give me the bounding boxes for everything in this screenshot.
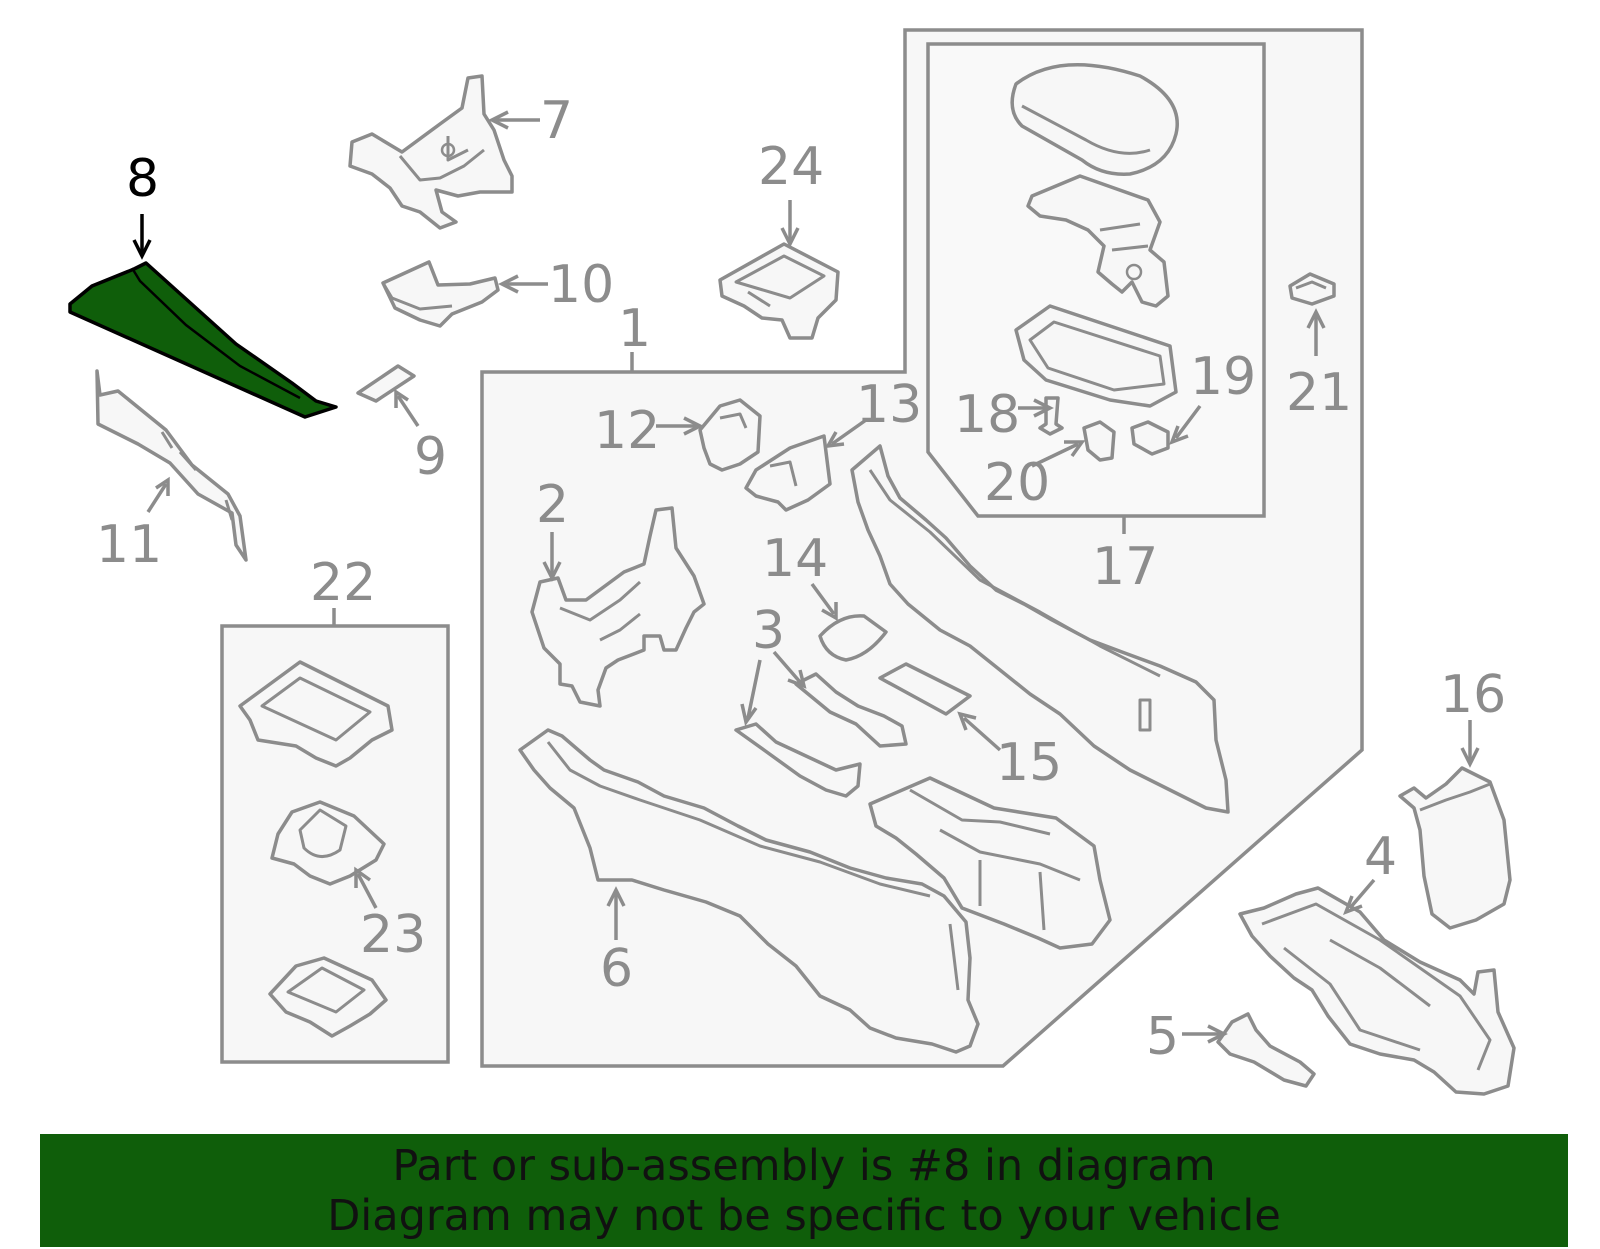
part-console-panel-right[interactable] [850,444,1230,814]
part-8-console-trim-highlighted[interactable] [68,261,338,419]
part-23-shift-boot[interactable] [270,800,386,886]
part-17-base[interactable] [1014,304,1178,408]
callout-10: 10 [548,255,614,315]
group-box-17 [926,42,1266,518]
part-20-clip[interactable] [1082,420,1116,462]
part-11-side-trim[interactable] [95,369,248,562]
callout-22: 22 [310,553,376,613]
callout-19: 19 [1190,347,1256,407]
part-16-trim[interactable] [1398,766,1512,930]
part-21-switch[interactable] [1288,272,1336,306]
callout-5: 5 [1146,1007,1179,1067]
callout-20: 20 [984,453,1050,513]
info-banner: Part or sub-assembly is #8 in diagram Di… [40,1134,1568,1247]
part-18-screw[interactable] [1038,396,1064,436]
callout-1: 1 [618,299,651,359]
part-24-cup-holder-bezel[interactable] [718,242,840,340]
part-6-console-side[interactable] [518,728,980,1054]
part-10-bracket[interactable] [381,260,500,328]
callout-17: 17 [1092,537,1158,597]
callout-16: 16 [1440,665,1506,725]
part-22-bezel-top[interactable] [238,660,394,768]
callout-23: 23 [360,905,426,965]
banner-line-1: Part or sub-assembly is #8 in diagram [392,1140,1216,1191]
callout-12: 12 [594,401,660,461]
leader-lines [132,110,1480,1044]
banner-line-2: Diagram may not be specific to your vehi… [327,1190,1281,1241]
part-3-rail[interactable] [734,672,908,798]
part-12-bracket[interactable] [698,398,762,472]
part-5-bracket[interactable] [1216,1012,1316,1088]
callout-9: 9 [414,427,447,487]
part-7-bracket[interactable] [348,74,514,230]
callout-24: 24 [758,137,824,197]
callout-3: 3 [752,601,785,661]
callout-13: 13 [856,375,922,435]
part-2-bracket[interactable] [530,506,706,708]
callout-7: 7 [540,91,573,151]
part-17-hinge[interactable] [1026,174,1170,308]
part-4-console-frame[interactable] [1238,886,1516,1096]
part-14-mat[interactable] [818,614,888,662]
part-15-mat[interactable] [878,662,972,716]
callout-4: 4 [1364,827,1397,887]
part-19-clip[interactable] [1130,420,1170,456]
callout-8: 8 [126,149,159,209]
callout-15: 15 [996,733,1062,793]
callout-11: 11 [96,515,162,575]
part-9-clip[interactable] [356,364,416,403]
part-console-housing[interactable] [868,776,1112,950]
part-22-bezel-bottom[interactable] [268,956,388,1038]
part-17-armrest-lid[interactable] [1010,63,1179,176]
callout-21: 21 [1286,363,1352,423]
callout-6: 6 [600,939,633,999]
callout-14: 14 [762,529,828,589]
part-13-bracket[interactable] [744,434,832,512]
callout-2: 2 [536,475,569,535]
callout-18: 18 [954,385,1020,445]
